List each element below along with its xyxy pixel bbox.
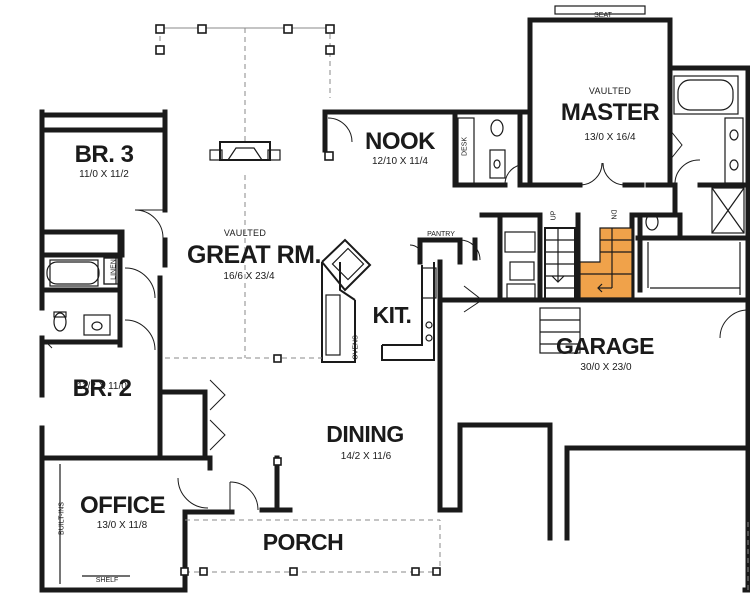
room-name-porch: PORCH <box>262 529 344 555</box>
room-name-master: MASTER <box>560 99 660 126</box>
fireplace-icon <box>209 141 281 161</box>
room-dim-master: 13/0 X 16/4 <box>584 132 636 143</box>
label-ovens: OVENS <box>352 335 360 360</box>
room-name-br3: BR. 3 <box>74 141 134 168</box>
room-dim-nook: 12/10 X 11/4 <box>372 156 428 167</box>
exterior-walls <box>39 17 750 593</box>
room-dim-br3: 11/0 X 11/2 <box>79 169 129 180</box>
label-linen: LINEN <box>110 259 118 280</box>
label-desk: DESK <box>461 136 469 157</box>
label-built-ins: BUILT-INS <box>58 502 66 535</box>
stairs <box>539 227 633 354</box>
room-name-dining: DINING <box>326 421 404 447</box>
label-seat: SEAT <box>594 12 612 19</box>
bath-fixtures <box>46 5 745 584</box>
room-dim-great: 16/6 X 23/4 <box>223 271 275 282</box>
room-name-office: OFFICE <box>80 492 166 519</box>
room-name-nook: NOOK <box>365 128 436 155</box>
doors <box>41 117 749 511</box>
label-dn: DN <box>609 209 617 220</box>
room-note-master: VAULTED <box>588 86 632 96</box>
room-dim-garage: 30/0 X 23/0 <box>580 362 632 373</box>
room-dim-office: 13/0 X 11/8 <box>96 520 148 531</box>
room-name-br2: BR. 2 <box>72 375 132 402</box>
room-name-garage: GARAGE <box>556 333 654 359</box>
highlighted-stair <box>579 227 633 299</box>
room-dim-br2: 11/2 X 11/0 <box>77 381 127 392</box>
room-note-great: VAULTED <box>223 228 267 238</box>
room-dim-dining: 14/2 X 11/6 <box>340 451 392 462</box>
room-name-kit: KIT. <box>372 302 412 328</box>
label-shelf: SHELF <box>95 577 119 584</box>
posts <box>155 24 441 576</box>
label-pantry: PANTRY <box>427 231 455 238</box>
room-name-great: GREAT RM. <box>187 241 321 269</box>
label-up: UP <box>550 210 558 221</box>
